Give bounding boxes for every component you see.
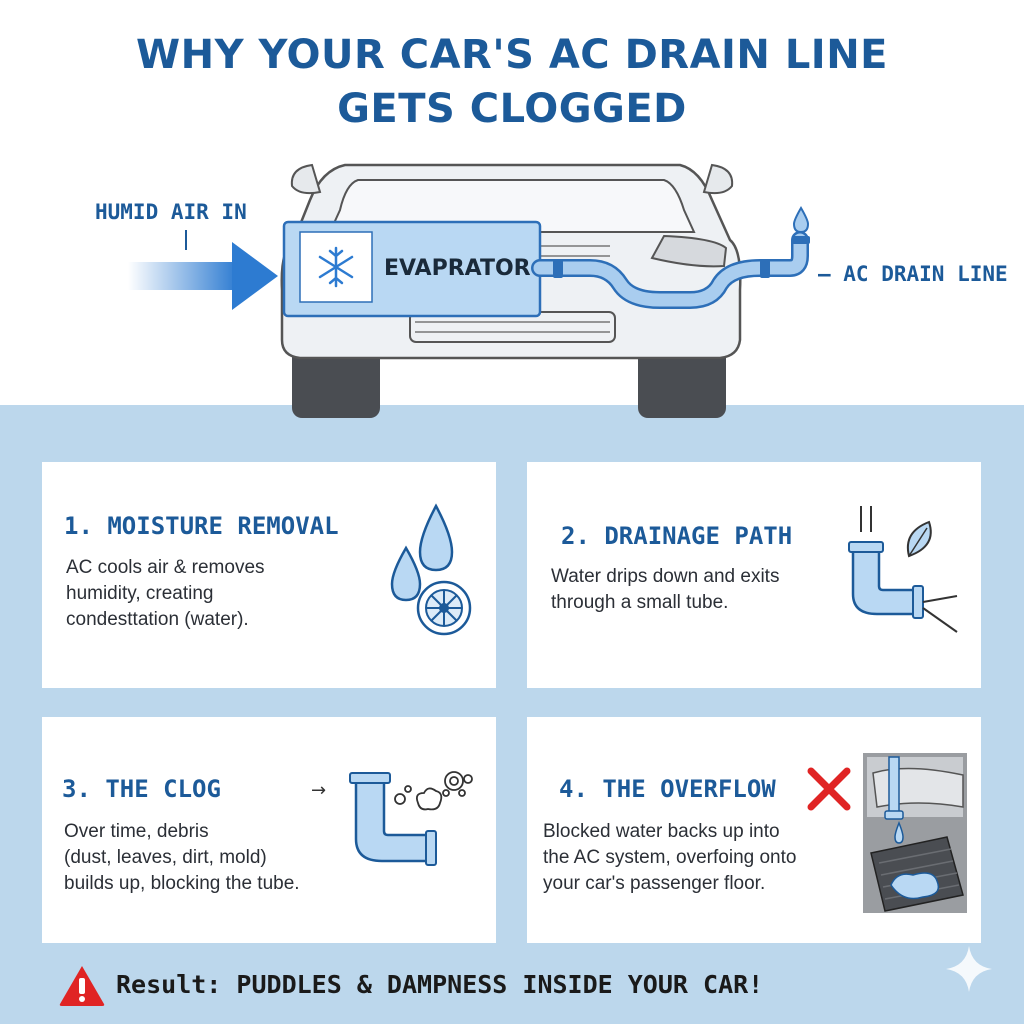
card-the-overflow: 4. THE OVERFLOW Blocked water backs up i…	[527, 717, 981, 943]
airflow-arrow-shaft	[128, 262, 238, 290]
debris-icon	[394, 771, 473, 811]
humid-air-label: HUMID AIR IN	[95, 200, 247, 224]
pipe-icon	[848, 506, 958, 633]
x-mark-icon	[807, 767, 851, 811]
airflow-arrowhead	[232, 242, 278, 310]
water-drop-icon	[390, 503, 472, 636]
sparkle-icon	[946, 946, 992, 992]
car-illustration	[128, 163, 810, 418]
card-body: AC cools air & removes humidity, creatin…	[66, 557, 265, 630]
card-title: 2. DRAINAGE PATH	[561, 522, 793, 550]
water-drop-icon	[792, 206, 810, 234]
result-text: PUDDLES & DAMPNESS INSIDE YOUR CAR!	[236, 970, 764, 999]
windshield	[328, 179, 696, 233]
card-body: Over time, debris (dust, leaves, dirt, m…	[64, 821, 300, 894]
card-moisture-removal: 1. MOISTURE REMOVAL AC cools air & remov…	[42, 462, 496, 688]
water-drop-icon	[894, 820, 904, 844]
page-title: WHY YOUR CAR'S AC DRAIN LINE GETS CLOGGE…	[0, 28, 1024, 136]
card-title: 3. THE CLOG	[62, 775, 221, 803]
drain-pipe	[533, 233, 807, 307]
right-headlight	[650, 234, 728, 268]
drain-line-label: — AC DRAIN LINE	[818, 262, 1008, 286]
card-the-clog: 3. THE CLOG Over time, debris (dust, lea…	[42, 717, 496, 943]
leaf-icon	[907, 520, 932, 558]
result-prefix: Result:	[116, 970, 222, 999]
evaporator-label: EVAPRATOR	[384, 256, 531, 281]
title-line-2: GETS CLOGGED	[337, 86, 687, 132]
card-title: 1. MOISTURE REMOVAL	[64, 512, 339, 540]
title-line-1: WHY YOUR CAR'S AC DRAIN LINE	[136, 32, 888, 78]
card-title: 4. THE OVERFLOW	[559, 775, 776, 803]
fan-icon	[416, 580, 472, 636]
arrow-right-icon: →	[311, 780, 327, 801]
snowflake-icon	[318, 246, 354, 288]
card-drainage-path: 2. DRAINAGE PATH Water drips down and ex…	[527, 462, 981, 688]
result-banner: Result: PUDDLES & DAMPNESS INSIDE YOUR C…	[116, 970, 763, 999]
warning-icon	[59, 966, 105, 1006]
clogged-pipe-icon	[349, 771, 473, 866]
overflow-illustration	[807, 753, 967, 913]
card-body: Water drips down and exits through a sma…	[551, 566, 780, 613]
card-body: Blocked water backs up into the AC syste…	[543, 821, 797, 894]
